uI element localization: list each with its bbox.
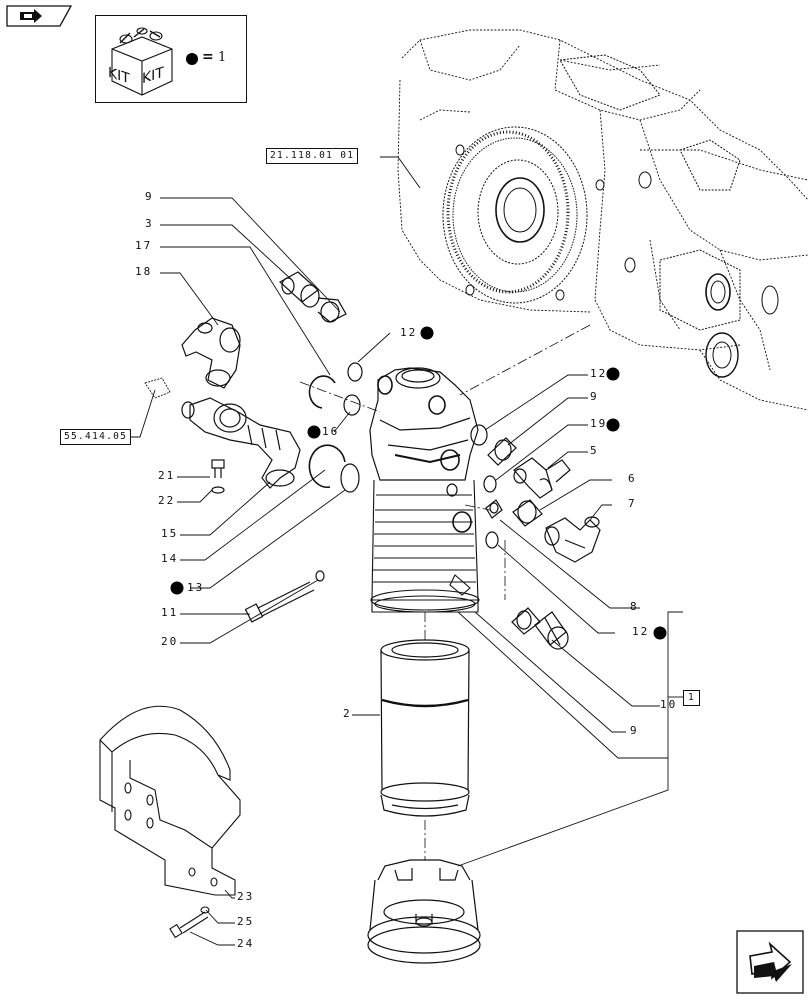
- callout-18: 18: [135, 265, 153, 278]
- arrow-page-icon: [6, 5, 73, 27]
- ref-box-gearbox[interactable]: 21.118.01 01: [266, 148, 359, 164]
- kit-marker-19: [606, 418, 620, 432]
- transmission-housing-drawing: [397, 29, 809, 411]
- mounting-bracket-drawing: [99, 705, 241, 896]
- ref-box-pump[interactable]: 55.414.05: [60, 429, 132, 445]
- bolt-11-washer-20-drawing: [244, 570, 325, 623]
- kit-markers: [170, 326, 667, 640]
- previous-page-tab[interactable]: [6, 5, 73, 27]
- kit-marker-13: [170, 581, 184, 595]
- callout-12-upper: 12: [400, 326, 418, 339]
- centerlines: [299, 324, 591, 860]
- kit-count: 1: [218, 50, 227, 65]
- plug-19-drawing: [485, 499, 503, 519]
- next-page-button[interactable]: [736, 930, 804, 994]
- callout-19: 19: [590, 417, 608, 430]
- callout-2: 2: [343, 707, 352, 720]
- filter-bowl-drawing: [367, 859, 481, 964]
- cap-10-drawing: [534, 611, 569, 650]
- seal-rings-drawing: [308, 362, 499, 549]
- callout-20: 20: [161, 635, 179, 648]
- kit-marker-16: [307, 425, 321, 439]
- next-page-arrow-icon: [736, 930, 804, 994]
- bolt-24-drawing: [169, 906, 210, 939]
- callout-15: 15: [161, 527, 179, 540]
- elbow-18-drawing: [181, 317, 241, 389]
- kit-marker-12c: [653, 626, 667, 640]
- callout-7: 7: [628, 497, 637, 510]
- kit-equals: =: [202, 49, 214, 65]
- callout-11: 11: [161, 606, 179, 619]
- callout-23: 23: [237, 890, 255, 903]
- ref-box-kit[interactable]: 1: [683, 690, 701, 706]
- callout-12-right: 12: [590, 367, 608, 380]
- kit-box-icon: [111, 27, 173, 96]
- kit-marker-symbol: [186, 53, 198, 65]
- callout-9-right: 9: [590, 390, 599, 403]
- bolt-21-washer-22-drawing: [211, 459, 225, 494]
- callout-12-lower: 12: [632, 625, 650, 638]
- callout-13: 13: [187, 581, 205, 594]
- kit-marker-12b: [606, 367, 620, 381]
- kit-legend: KIT KIT = 1: [95, 15, 247, 103]
- callout-9-top: 9: [145, 190, 154, 203]
- callout-9-lower: 9: [630, 724, 639, 737]
- fitting-9-3-drawing: [278, 271, 347, 323]
- housing-flange-drawing: [442, 126, 588, 304]
- callout-25: 25: [237, 915, 255, 928]
- callout-21: 21: [158, 469, 176, 482]
- callout-8: 8: [630, 600, 639, 613]
- callout-10: 10: [660, 698, 678, 711]
- callout-16: 16: [322, 425, 340, 438]
- housing-ports-drawing: [455, 54, 779, 378]
- filter-head-drawing: [369, 367, 479, 533]
- callout-6: 6: [628, 472, 637, 485]
- connector-5-drawing: [513, 457, 571, 499]
- filter-housing-drawing: [370, 479, 480, 613]
- hose-15-drawing: [181, 397, 301, 489]
- leader-lines: [112, 156, 683, 946]
- filter-cartridge-drawing: [380, 639, 470, 817]
- callout-17: 17: [135, 239, 153, 252]
- callout-5: 5: [590, 444, 599, 457]
- callout-24: 24: [237, 937, 255, 950]
- callout-14: 14: [161, 552, 179, 565]
- sensor-55-drawing: [144, 377, 171, 399]
- elbow-7-drawing: [544, 516, 601, 563]
- callout-22: 22: [158, 494, 176, 507]
- callout-3: 3: [145, 217, 154, 230]
- kit-marker-12a: [420, 326, 434, 340]
- fitting-9-right-drawing: [487, 437, 543, 635]
